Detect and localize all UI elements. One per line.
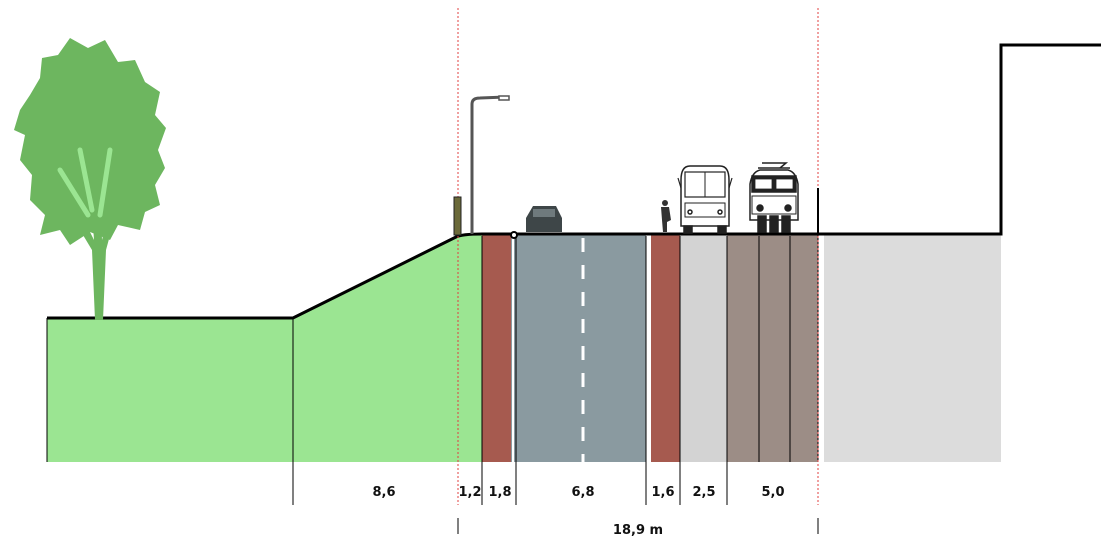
car-icon [526,206,562,232]
segment-separators [46,190,819,505]
dim-label-buffer: 1,2 [458,485,481,500]
dimension-labels: 8,6 1,2 1,8 6,8 1,6 2,5 5,0 18,9 m [372,485,819,538]
dim-label-bike-lane-right: 1,6 [651,485,674,500]
dim-label-sidewalk: 2,5 [692,485,715,500]
dim-label-tram: 5,0 [761,485,784,500]
tree-icon [14,38,166,320]
street-light-icon [470,95,510,234]
bike-lane-right [651,234,680,462]
bike-lane-left [482,234,511,462]
cyclist-icon [661,200,671,232]
grass-verge-left [47,234,482,462]
dim-label-verge: 8,6 [372,485,395,500]
ground-profile-line [47,43,1101,320]
dim-label-roadway: 6,8 [571,485,594,500]
bus-icon [677,165,733,234]
sign-post [453,196,462,236]
dim-label-bike-lane-left: 1,8 [488,485,511,500]
dim-label-total: 18,9 m [613,523,663,538]
tram-icon [749,162,799,233]
ground-right [824,234,1001,462]
sidewalk [680,234,727,462]
curb-marker [510,231,518,239]
tram-track-area [727,234,818,462]
roadway [511,234,646,462]
